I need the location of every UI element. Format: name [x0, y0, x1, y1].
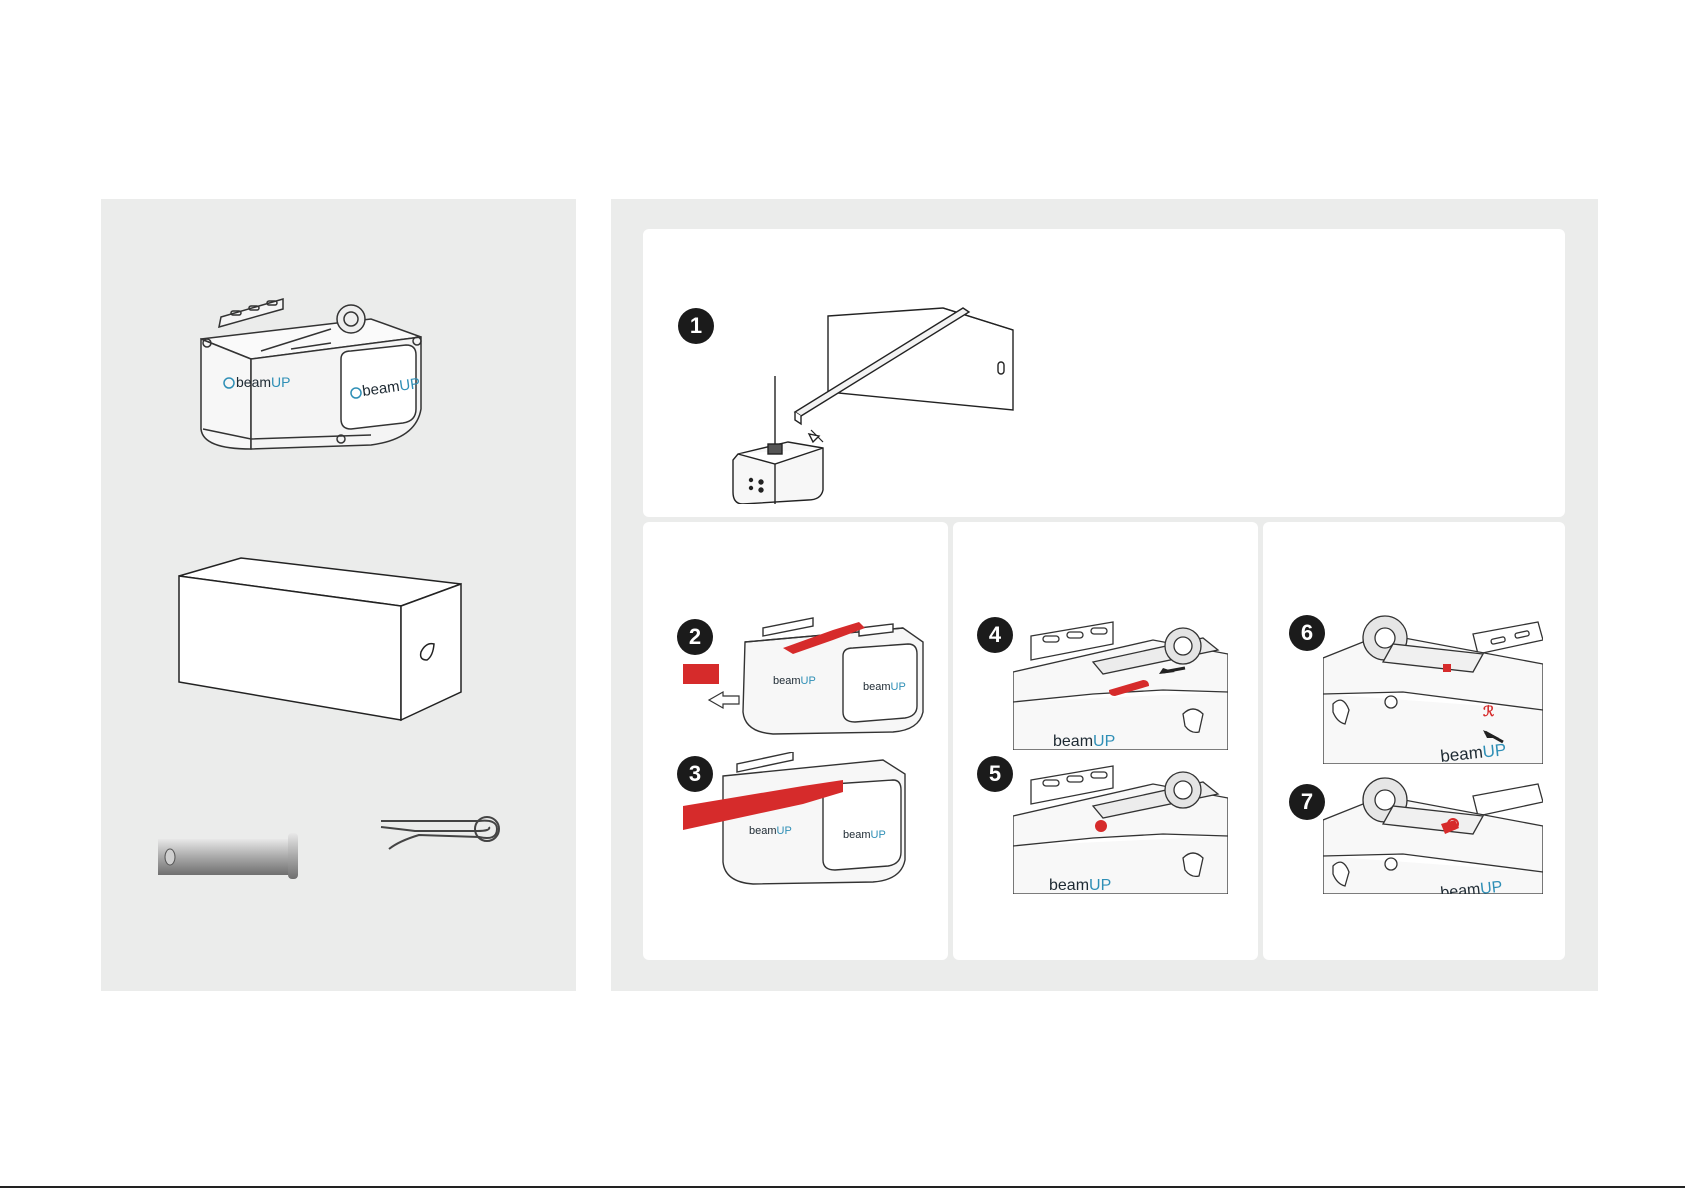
step-4-badge: 4	[977, 617, 1013, 653]
step-1-badge: 1	[678, 308, 714, 344]
step-5-badge: 5	[977, 756, 1013, 792]
contents-panel: beamUP beamUP	[101, 199, 576, 991]
step-1-illustration	[713, 304, 1053, 504]
clevis-pin-illustration	[156, 827, 316, 887]
steps-6-7-card: 6 ℛ beamUP 7	[1263, 522, 1565, 960]
hitch-pin-clip-illustration	[379, 811, 509, 861]
step-2-illustration: beamUP beamUP	[683, 612, 953, 742]
steps-4-5-card: 4 beamUP 5	[953, 522, 1258, 960]
svg-text:beamUP: beamUP	[773, 675, 816, 687]
step-7-badge: 7	[1289, 784, 1325, 820]
svg-text:beamUP: beamUP	[863, 681, 906, 693]
opener-unit-illustration: beamUP beamUP	[191, 289, 451, 469]
svg-text:beamUP: beamUP	[1049, 877, 1111, 894]
page-bottom-rule	[0, 1186, 1685, 1188]
svg-text:beamUP: beamUP	[236, 374, 290, 390]
steps-2-3-card: 2 beamUP beamUP 3 beamUP beam	[643, 522, 948, 960]
svg-text:beamUP: beamUP	[843, 829, 886, 841]
step-1-card: 1	[643, 229, 1565, 517]
rail-box-illustration	[171, 554, 471, 724]
svg-text:beamUP: beamUP	[1053, 733, 1115, 750]
step-3-illustration: beamUP beamUP	[683, 752, 953, 897]
step-7-illustration: beamUP	[1323, 776, 1543, 894]
step-6-illustration: ℛ beamUP	[1323, 614, 1543, 764]
step-5-illustration: beamUP	[1013, 758, 1228, 894]
svg-text:ℛ: ℛ	[1483, 703, 1495, 719]
steps-panel: 1 2	[611, 199, 1598, 991]
step-4-illustration: beamUP	[1013, 614, 1228, 750]
svg-text:beamUP: beamUP	[749, 825, 792, 837]
step-6-badge: 6	[1289, 615, 1325, 651]
